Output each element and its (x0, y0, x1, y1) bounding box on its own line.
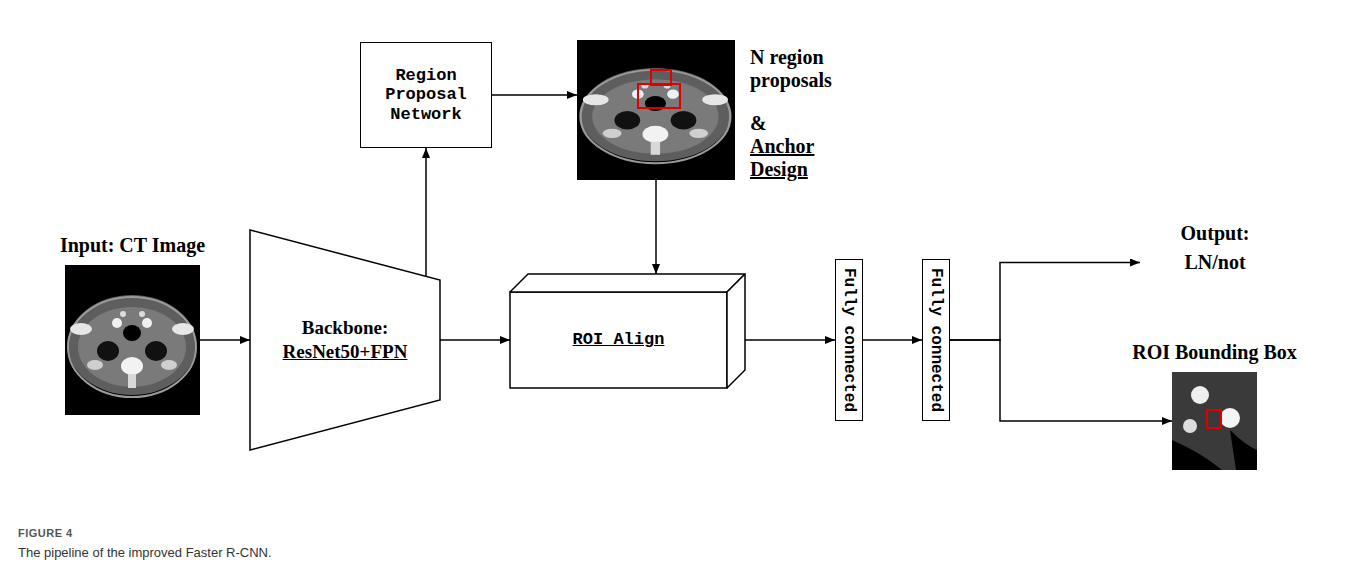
node-text: Fully connected (928, 268, 944, 412)
text-wrap: Region Proposal Network (361, 62, 491, 129)
result-box (1207, 410, 1221, 428)
vessel-blob (1183, 419, 1197, 433)
cuboid-face (727, 274, 745, 388)
proposal-ct-picture (577, 40, 735, 180)
arrow-connector (863, 339, 922, 341)
arrow-connector (200, 339, 250, 341)
vessel-blob (1191, 386, 1209, 404)
proposal-box (638, 84, 680, 108)
text-wrap: Backbone:ResNet50+FPN (250, 230, 440, 450)
proposal-image: N region proposals&Anchor Design (577, 40, 735, 180)
fc-layer-box: Fully connected (835, 259, 863, 421)
figure-number: FIGURE 4 (18, 527, 73, 539)
input-ct-picture (65, 265, 200, 415)
vessel-blob (1220, 408, 1240, 428)
roi-align-block: ROI Align (510, 274, 745, 388)
image-heading: N region proposals &Anchor Design (750, 46, 870, 181)
node-text: ROI Bounding Box (1132, 341, 1297, 364)
image-heading: ROI Bounding Box (1132, 341, 1297, 364)
arrow-connector (425, 148, 427, 276)
ct-slice (577, 40, 735, 180)
node-text: Anchor Design (750, 135, 870, 181)
node-text: Output: (1140, 222, 1290, 245)
text-wrap: ROI Align (510, 292, 727, 388)
process-box: Region Proposal Network (360, 42, 492, 148)
image-heading: Input: CT Image (60, 234, 205, 257)
ct-crop (1172, 372, 1257, 470)
fc-layer-box: Fully connected (922, 259, 950, 421)
node-text: ResNet50+FPN (283, 341, 408, 363)
output-ct-picture (1172, 372, 1257, 470)
arrow-connector (492, 94, 577, 96)
ct-slice (65, 265, 200, 415)
input-image: Input: CT Image (65, 265, 200, 415)
figure-caption: The pipeline of the improved Faster R-CN… (18, 545, 272, 560)
cuboid-face (510, 292, 727, 388)
node-text: Backbone: (302, 317, 389, 339)
node-text: & (750, 112, 870, 135)
arrow-connector (950, 263, 1140, 341)
node-text: LN/not (1140, 251, 1290, 274)
ct-crop-dark (1230, 430, 1257, 470)
arrow-connector (655, 180, 657, 274)
node-text: N region proposals (750, 46, 870, 92)
arrow-connector (745, 339, 835, 341)
trapezoid-shape (250, 230, 440, 450)
ct-crop-dark (1172, 440, 1222, 470)
node-text: ROI Align (573, 330, 665, 350)
node-text: Input: CT Image (60, 234, 205, 257)
trapezoid-outline (250, 230, 440, 450)
node-text: Fully connected (841, 268, 857, 412)
backbone-trapezoid: Backbone:ResNet50+FPN (250, 230, 440, 450)
output-image: ROI Bounding Box (1172, 372, 1257, 470)
arrow-connector (440, 339, 510, 341)
node-text: Region Proposal Network (365, 66, 487, 125)
cuboid-face (510, 274, 745, 292)
output-text-group: Output: LN/not (1140, 222, 1290, 274)
proposal-box (651, 70, 671, 85)
